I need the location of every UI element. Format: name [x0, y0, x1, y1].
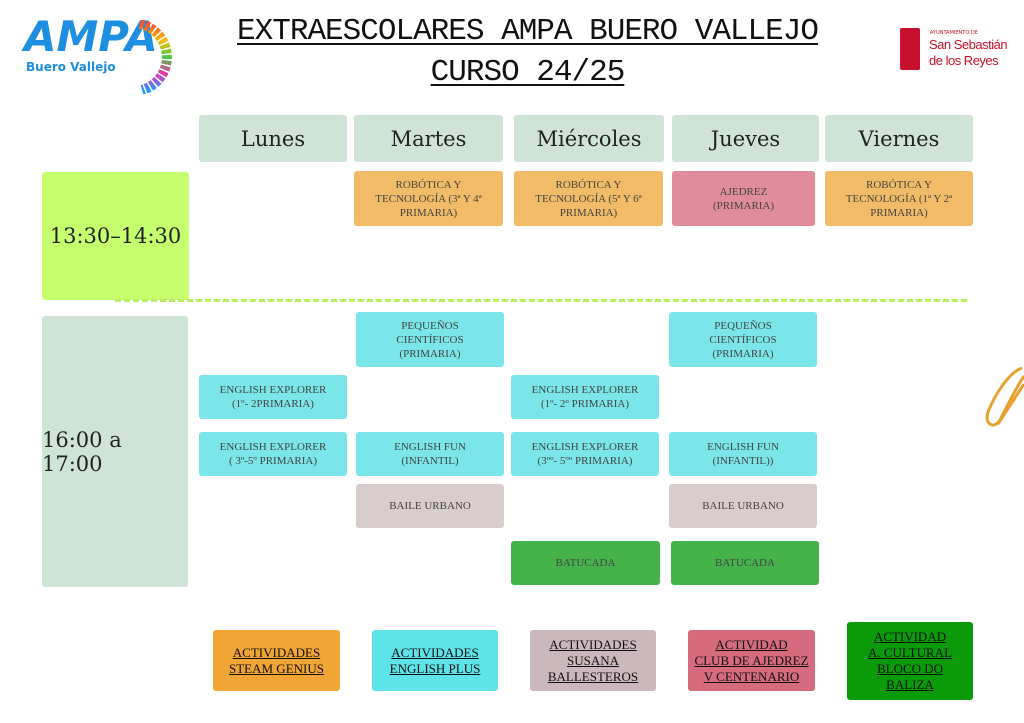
page-subtitle: CURSO 24/25	[430, 55, 626, 90]
link-english-plus[interactable]: ACTIVIDADES ENGLISH PLUS	[372, 630, 498, 691]
activity-english-explorer-miercoles-1: ENGLISH EXPLORER (1º- 2º PRIMARIA)	[511, 375, 659, 419]
day-header-miercoles: Miércoles	[514, 115, 664, 162]
activity-batucada-jueves: BATUCADA	[671, 541, 819, 585]
activity-english-fun-jueves: ENGLISH FUN (INFANTIL))	[669, 432, 817, 476]
day-header-viernes: Viernes	[825, 115, 973, 162]
day-header-lunes: Lunes	[199, 115, 347, 162]
paperclip-icon	[985, 366, 1024, 427]
activity-english-explorer-lunes-1: ENGLISH EXPLORER (1º- 2PRIMARIA)	[199, 375, 347, 419]
ampa-logo-text: AMPA	[24, 12, 158, 61]
activity-english-explorer-miercoles-2: ENGLISH EXPLORER (3ºº- 5ºº PRIMARIA)	[511, 432, 659, 476]
rainbow-arc-icon	[138, 20, 172, 94]
logo-line2: de los Reyes	[929, 53, 999, 68]
link-steam-genius[interactable]: ACTIVIDADES STEAM GENIUS	[213, 630, 340, 691]
city-crest-icon	[900, 28, 920, 70]
activity-baile-jueves: BAILE URBANO	[669, 484, 817, 528]
activity-baile-martes: BAILE URBANO	[356, 484, 504, 528]
activity-robotica-martes: ROBÓTICA Y TECNOLOGÍA (3ª Y 4ª PRIMARIA)	[354, 171, 503, 226]
link-susana-ballesteros[interactable]: ACTIVIDADES SUSANA BALLESTEROS	[530, 630, 656, 691]
section-divider	[115, 299, 967, 302]
link-bloco-do-baliza[interactable]: ACTIVIDAD A. CULTURAL BLOCO DO BALIZA	[847, 622, 973, 700]
activity-batucada-miercoles: BATUCADA	[511, 541, 660, 585]
activity-robotica-miercoles: ROBÓTICA Y TECNOLOGÍA (5ª Y 6ª PRIMARIA)	[514, 171, 663, 226]
logo-small-text: AYUNTAMIENTO DE	[930, 30, 978, 36]
day-header-jueves: Jueves	[672, 115, 819, 162]
day-header-martes: Martes	[354, 115, 503, 162]
page-title: EXTRAESCOLARES AMPA BUERO VALLEJO	[237, 14, 819, 49]
activity-pequenos-jueves: PEQUEÑOS CIENTÍFICOS (PRIMARIA)	[669, 312, 817, 367]
activity-english-fun-martes: ENGLISH FUN (INFANTIL)	[356, 432, 504, 476]
time-slot-midday: 13:30–14:30	[42, 172, 189, 300]
link-club-ajedrez[interactable]: ACTIVIDAD CLUB DE AJEDREZ V CENTENARIO	[688, 630, 815, 691]
activity-pequenos-martes: PEQUEÑOS CIENTÍFICOS (PRIMARIA)	[356, 312, 504, 367]
activity-ajedrez-jueves: AJEDREZ (PRIMARIA)	[672, 171, 815, 226]
logo-line1: San Sebastián	[929, 37, 1008, 52]
time-slot-afternoon: 16:00 a 17:00	[42, 316, 188, 587]
ampa-logo: AMPA Buero Vallejo	[24, 14, 174, 94]
ampa-logo-subtext: Buero Vallejo	[26, 60, 116, 74]
activity-english-explorer-lunes-2: ENGLISH EXPLORER ( 3º-5º PRIMARIA)	[199, 432, 347, 476]
ayuntamiento-logo: AYUNTAMIENTO DE San Sebastián de los Rey…	[900, 22, 1024, 72]
activity-robotica-viernes: ROBÓTICA Y TECNOLOGÍA (1ª Y 2ª PRIMARIA)	[825, 171, 973, 226]
